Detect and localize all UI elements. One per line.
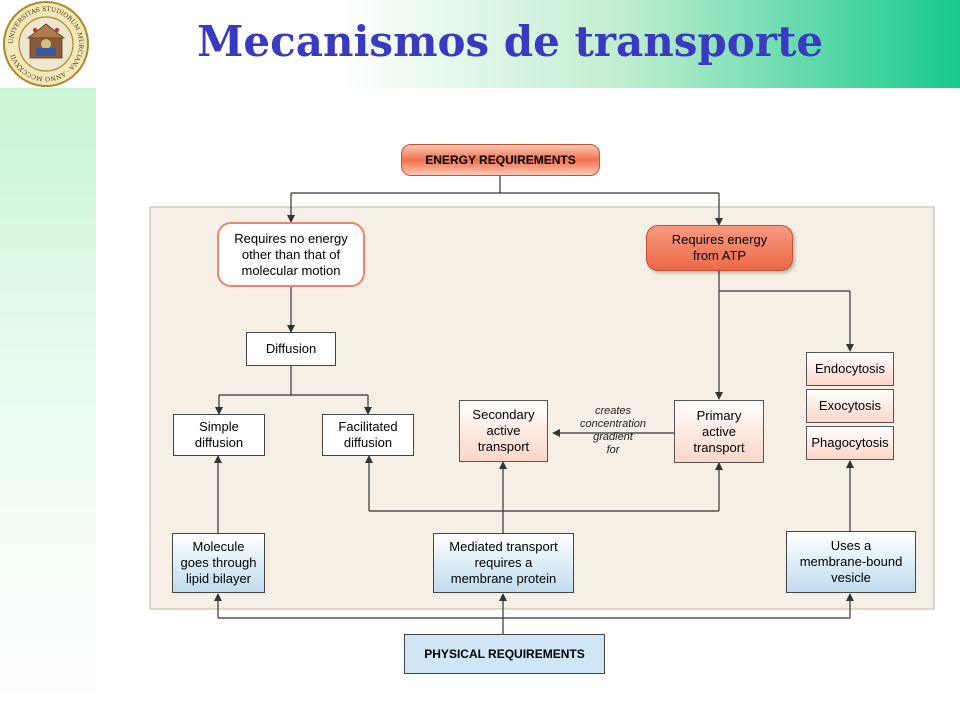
phagocytosis-box: Phagocytosis [806, 426, 894, 460]
membrane-vesicle-box: Uses a membrane-bound vesicle [786, 531, 916, 593]
endocytosis-box: Endocytosis [806, 352, 894, 386]
physical-requirements-box: PHYSICAL REQUIREMENTS [404, 634, 605, 674]
mediated-line-3: membrane protein [450, 571, 557, 586]
energy-requirements-label: ENERGY REQUIREMENTS [425, 153, 576, 167]
facilitated-diffusion-box: Facilitated diffusion [322, 414, 414, 456]
primary-line-3: transport [693, 439, 745, 455]
no-energy-line-3: molecular motion [241, 262, 341, 278]
no-energy-box: Requires no energy other than that of mo… [217, 222, 365, 287]
primary-active-transport-box: Primary active transport [674, 400, 764, 463]
energy-requirements-box: ENERGY REQUIREMENTS [401, 144, 600, 176]
exocytosis-box: Exocytosis [806, 389, 894, 423]
atp-energy-box: Requires energy from ATP [646, 225, 793, 271]
mediated-transport-box: Mediated transport requires a membrane p… [433, 533, 574, 593]
primary-line-1: Primary [696, 407, 742, 423]
facilitated-line-1: Facilitated [338, 419, 398, 434]
page-title: Mecanismos de transporte [196, 17, 824, 66]
note-line-4: for [606, 444, 620, 456]
gradient-note: creates concentration gradient for [568, 405, 658, 457]
university-seal-logo: UNIVERSITAS STUDIORUM MURCIANA · ANNO MC… [3, 1, 89, 87]
diffusion-label: Diffusion [265, 341, 317, 356]
vesicle-line-2: membrane-bound [799, 554, 903, 569]
atp-line-1: Requires energy [671, 232, 768, 247]
vesicle-line-1: Uses a [830, 538, 872, 553]
mediated-line-2: requires a [474, 555, 533, 570]
header-bar [0, 0, 960, 88]
note-line-1: creates [594, 405, 632, 417]
note-line-2: concentration [579, 418, 647, 430]
mediated-line-1: Mediated transport [449, 539, 558, 554]
atp-line-2: from ATP [692, 248, 747, 263]
sidebar-gradient [0, 88, 96, 720]
vesicle-line-3: vesicle [831, 570, 871, 585]
secondary-line-3: transport [477, 439, 530, 454]
no-energy-line-2: other than that of [241, 246, 341, 262]
simple-line-1: Simple [199, 419, 239, 434]
primary-line-2: active [702, 423, 736, 439]
facilitated-line-2: diffusion [343, 435, 393, 450]
molecule-line-1: Molecule [192, 539, 245, 554]
note-line-3: gradient [593, 431, 633, 443]
phagocytosis-label: Phagocytosis [811, 435, 889, 450]
diffusion-box: Diffusion [246, 332, 336, 366]
secondary-active-transport-box: Secondary active transport [459, 400, 548, 462]
physical-requirements-label: PHYSICAL REQUIREMENTS [424, 647, 585, 661]
simple-diffusion-box: Simple diffusion [173, 414, 265, 456]
molecule-line-2: goes through [180, 555, 257, 570]
simple-line-2: diffusion [194, 435, 244, 450]
secondary-line-2: active [486, 423, 521, 438]
molecule-lipid-bilayer-box: Molecule goes through lipid bilayer [172, 533, 265, 593]
no-energy-line-1: Requires no energy [234, 230, 348, 246]
secondary-line-1: Secondary [472, 407, 535, 422]
endocytosis-label: Endocytosis [814, 361, 886, 376]
molecule-line-3: lipid bilayer [185, 571, 252, 586]
exocytosis-label: Exocytosis [818, 398, 882, 413]
